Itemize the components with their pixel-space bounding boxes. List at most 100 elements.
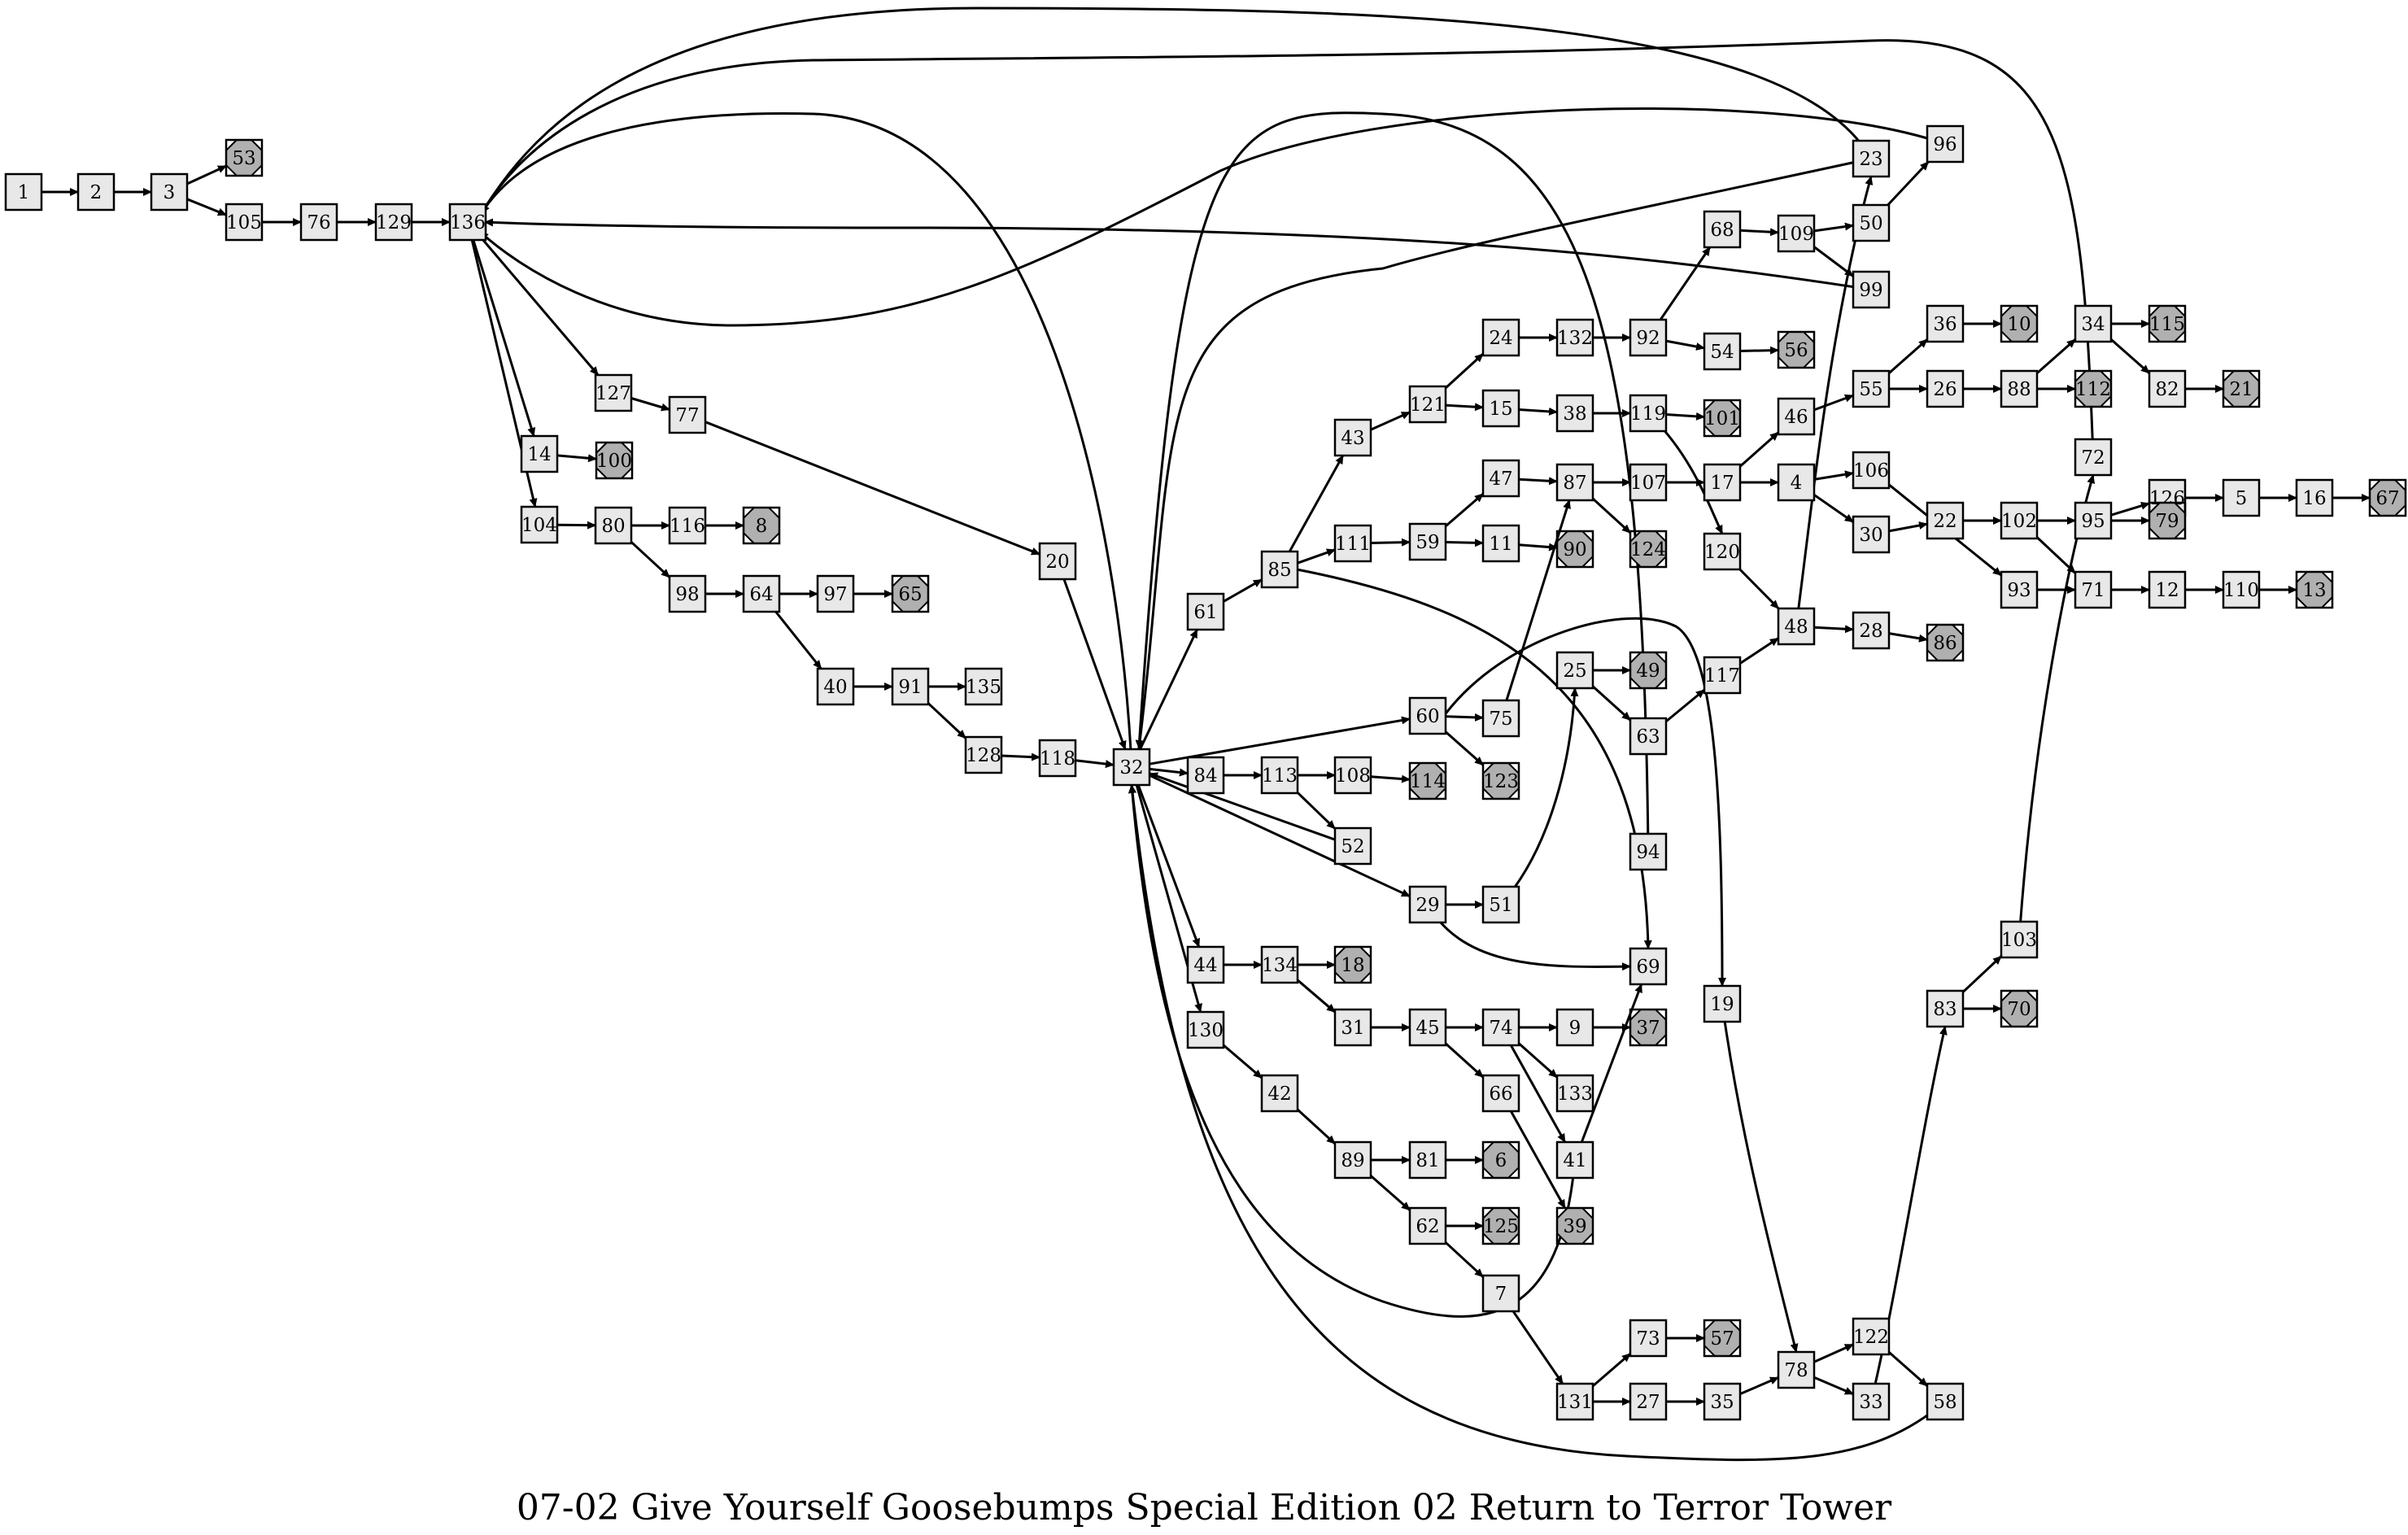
- page-node: 135: [964, 667, 1003, 706]
- page-box: [668, 506, 707, 545]
- page-box: [1408, 1206, 1447, 1245]
- page-node: 116: [668, 506, 707, 545]
- edge-89-to-62: [1370, 1175, 1411, 1211]
- edge-11-to-90: [1518, 543, 1558, 552]
- node-label: 134: [1262, 955, 1298, 976]
- node-label: 29: [1416, 895, 1439, 916]
- page-box: [2074, 570, 2113, 609]
- node-label: 103: [2001, 930, 2037, 951]
- page-box: [1703, 332, 1742, 371]
- node-label: 15: [1489, 399, 1512, 420]
- node-label: 61: [1193, 602, 1217, 623]
- edge-61-to-85: [1223, 578, 1263, 603]
- page-box: [225, 203, 264, 242]
- page-box: [1777, 1350, 1816, 1389]
- node-label: 125: [1483, 1216, 1519, 1237]
- page-node: 41: [1555, 1140, 1594, 1180]
- node-label: 42: [1267, 1084, 1291, 1105]
- ending-node: 123: [1481, 761, 1520, 800]
- page-box: [1852, 369, 1891, 408]
- page-box: [816, 667, 855, 706]
- node-label: 106: [1853, 460, 1889, 482]
- page-box: [448, 203, 487, 242]
- edge-52-to-32: [1149, 772, 1336, 841]
- edge-95-to-126: [2110, 501, 2150, 517]
- ending-node: 114: [1408, 761, 1447, 800]
- node-label: 23: [1859, 149, 1882, 170]
- node-label: 43: [1341, 428, 1364, 449]
- page-node: 81: [1408, 1140, 1447, 1180]
- node-label: 86: [1933, 633, 1956, 654]
- ending-node-frame: [1629, 1008, 1668, 1047]
- node-label: 108: [1335, 765, 1371, 787]
- page-box: [1629, 463, 1668, 502]
- page-box: [891, 667, 930, 706]
- page-node: 128: [964, 735, 1003, 774]
- node-label: 45: [1416, 1018, 1439, 1039]
- page-box: [1555, 651, 1594, 690]
- page-box: [1408, 696, 1447, 735]
- page-box: [1481, 1274, 1520, 1313]
- ending-node-frame: [1481, 1140, 1520, 1180]
- edge-42-to-89: [1296, 1108, 1337, 1145]
- node-label: 131: [1557, 1392, 1593, 1413]
- page-node: 77: [668, 395, 707, 434]
- edge-74-to-41: [1509, 1044, 1567, 1143]
- edge-74-to-133: [1518, 1042, 1558, 1079]
- node-label: 50: [1859, 213, 1882, 234]
- page-node: 69: [1629, 947, 1668, 986]
- ending-node: 70: [2000, 989, 2039, 1028]
- ending-node: 90: [1555, 530, 1594, 569]
- page-box: [594, 373, 633, 412]
- edge-47-to-87: [1518, 477, 1558, 486]
- node-label: 95: [2081, 511, 2105, 532]
- ending-node: 10: [2000, 304, 2039, 343]
- page-node: 63: [1629, 717, 1668, 756]
- edge-7-to-131: [1512, 1310, 1564, 1385]
- page-box: [2074, 304, 2113, 343]
- edge-136-to-127: [482, 239, 600, 376]
- page-box: [520, 434, 559, 473]
- node-label: 112: [2075, 379, 2111, 400]
- page-box: [1333, 756, 1372, 795]
- page-node: 95: [2074, 501, 2113, 540]
- page-node: 36: [1926, 304, 1965, 343]
- page-node: 103: [2000, 920, 2039, 959]
- node-label: 41: [1563, 1150, 1586, 1171]
- edge-51-to-25: [1499, 687, 1579, 905]
- edge-91-to-128: [927, 702, 967, 739]
- page-box: [1408, 1140, 1447, 1180]
- ending-node-frame: [2000, 304, 2039, 343]
- ending-node-frame: [742, 506, 781, 545]
- page-box: [1260, 550, 1299, 589]
- edge-58-to-32: [1128, 784, 1946, 1462]
- edge-102-to-71: [2035, 536, 2077, 574]
- diagram-title: 07-02 Give Yourself Goosebumps Special E…: [517, 1487, 1892, 1528]
- page-box: [1481, 885, 1520, 924]
- edge-33-to-83: [1869, 1026, 1948, 1402]
- ending-node: 65: [891, 574, 930, 613]
- page-node: 60: [1408, 696, 1447, 735]
- node-label: 9: [1569, 1018, 1581, 1039]
- page-node: 25: [1555, 651, 1594, 690]
- ending-node-frame: [1481, 1206, 1520, 1245]
- ending-node: 39: [1555, 1206, 1594, 1245]
- page-box: [1481, 524, 1520, 563]
- page-node: 102: [2000, 501, 2039, 540]
- edge-96-to-136: [478, 107, 1946, 327]
- page-node: 83: [1926, 989, 1965, 1028]
- node-label: 30: [1859, 525, 1882, 546]
- node-label: 107: [1630, 473, 1666, 494]
- node-label: 14: [527, 444, 551, 465]
- edge-121-to-15: [1445, 403, 1484, 412]
- node-label: 122: [1853, 1327, 1889, 1348]
- ending-node-frame: [2000, 989, 2039, 1028]
- node-label: 83: [1933, 999, 1956, 1020]
- node-label: 120: [1704, 542, 1740, 563]
- node-label: 132: [1557, 328, 1593, 349]
- page-node: 121: [1408, 385, 1447, 424]
- edge-32-to-84: [1149, 767, 1189, 777]
- edge-35-to-78: [1739, 1376, 1779, 1395]
- page-box: [1260, 756, 1299, 795]
